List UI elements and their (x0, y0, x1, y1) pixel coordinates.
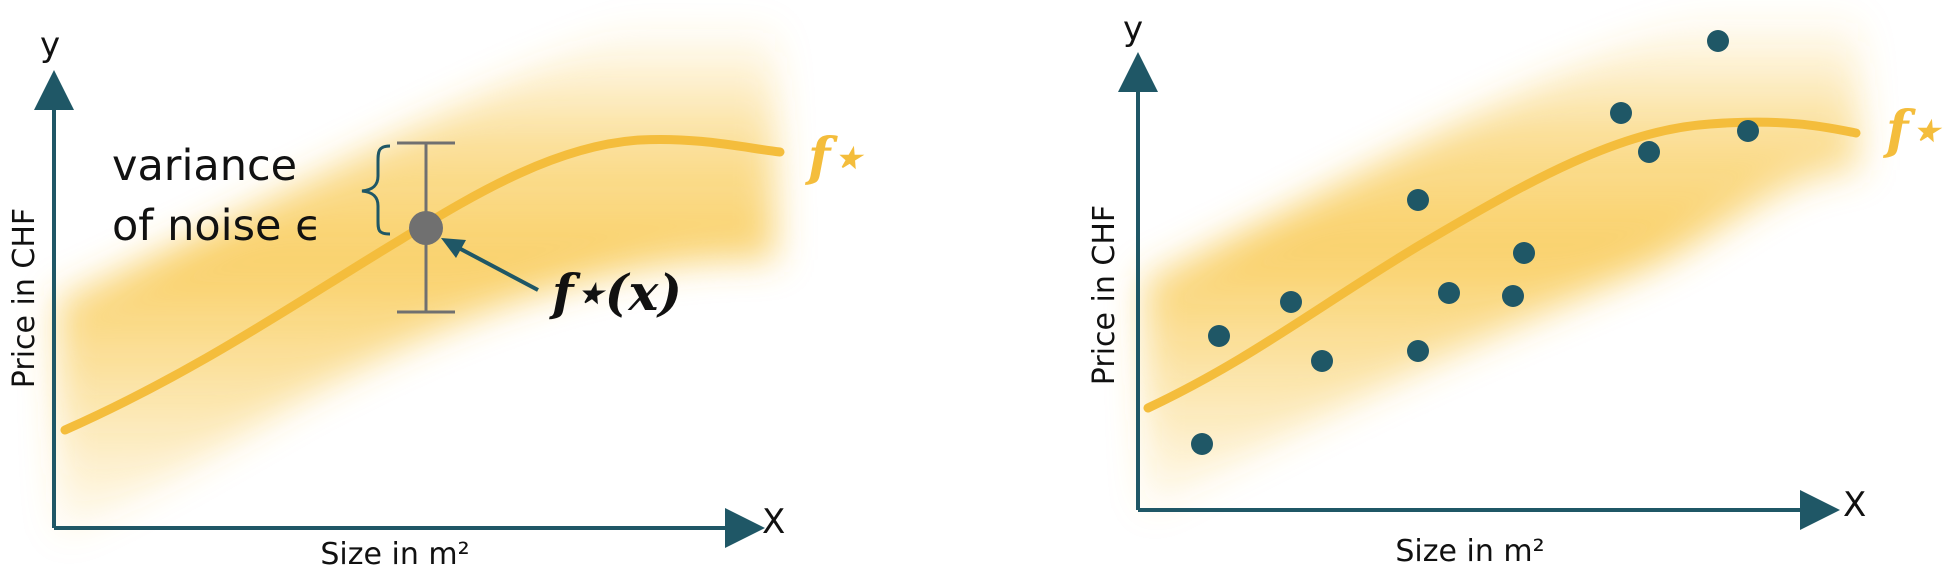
x-axis-label: Size in m² (320, 537, 469, 572)
data-point (1737, 120, 1759, 142)
variance-label-line2: of noise ϵ (112, 201, 322, 251)
data-point (1638, 141, 1660, 163)
data-point (1311, 350, 1333, 372)
function-label: f⋆ (1882, 100, 1942, 161)
y-axis-letter: y (40, 25, 60, 65)
data-point (1407, 189, 1429, 211)
function-curve (1143, 117, 1861, 413)
data-point (1280, 291, 1302, 313)
data-points (1191, 30, 1759, 455)
function-label: f⋆ (804, 127, 864, 188)
data-point (1502, 285, 1524, 307)
pointer-arrow-icon (441, 238, 539, 292)
y-axis-label: Price in CHF (7, 208, 42, 388)
data-point (1407, 340, 1429, 362)
x-axis-letter: X (1843, 485, 1866, 525)
y-axis-label: Price in CHF (1087, 205, 1122, 385)
variance-label-line1: variance (112, 141, 297, 191)
x-axis-label: Size in m² (1395, 534, 1544, 569)
data-point (1191, 433, 1213, 455)
function-curve (60, 135, 785, 435)
highlighted-point (409, 211, 443, 245)
x-axis-letter: X (762, 502, 785, 542)
data-point (1610, 102, 1632, 124)
noise-band (1145, 8, 1858, 515)
curly-brace-icon (361, 144, 391, 236)
right-panel: y X Price in CHF Size in m² f⋆ (1087, 8, 1942, 569)
data-point (1513, 242, 1535, 264)
data-point (1438, 282, 1460, 304)
point-label: f⋆(x) (549, 263, 682, 322)
y-axis-letter: y (1123, 9, 1143, 49)
data-point (1707, 30, 1729, 52)
left-panel: y X Price in CHF Size in m² variance of … (7, 20, 864, 572)
data-point (1208, 325, 1230, 347)
